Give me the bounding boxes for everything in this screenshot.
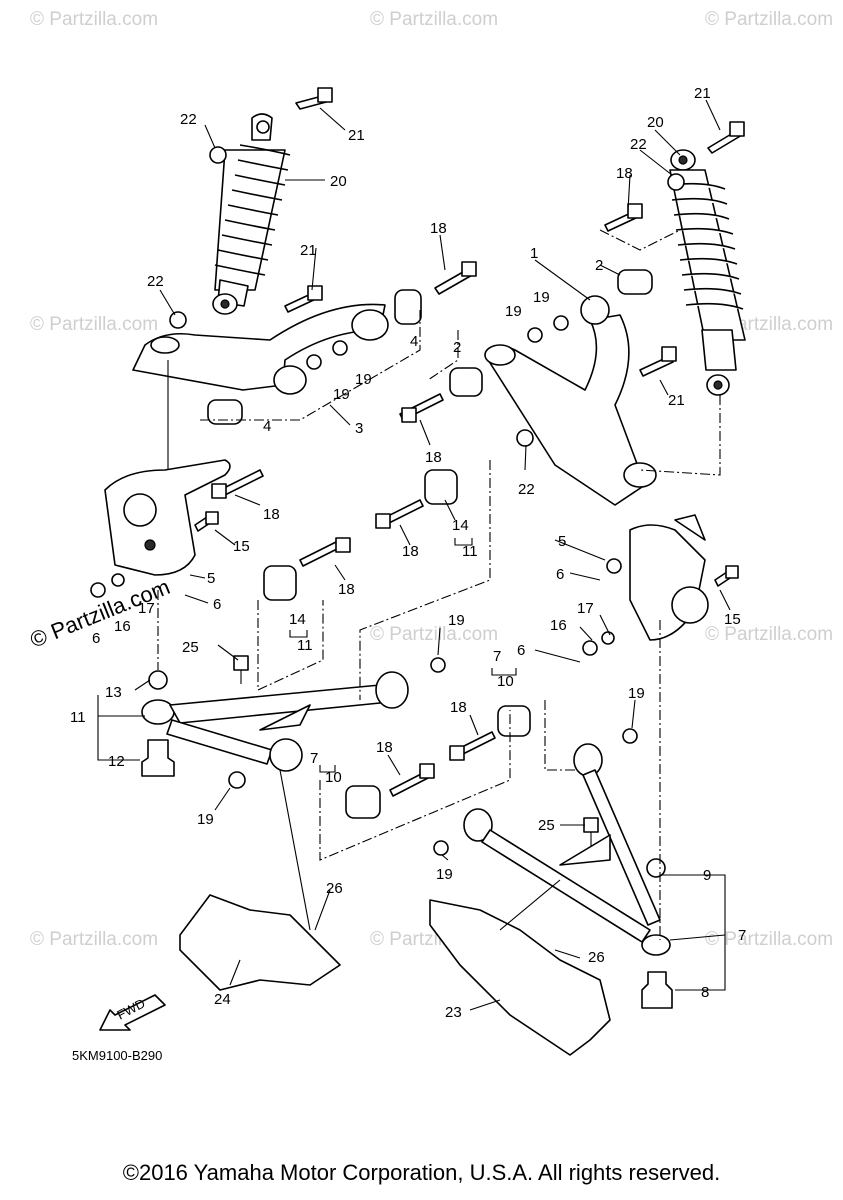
callout: 19 (628, 685, 645, 702)
watermark: © Partzilla.com (30, 9, 158, 30)
callout: 18 (450, 699, 467, 716)
right-upper-arm (484, 295, 657, 506)
callout: 2 (595, 257, 603, 274)
bracket-marks (289, 538, 517, 773)
watermark-layer: © Partzilla.com © Partzilla.com © Partzi… (27, 9, 834, 950)
leader-lines (97, 99, 731, 1011)
callout: 20 (330, 173, 347, 190)
callout: 10 (325, 769, 342, 786)
callout: 11 (462, 543, 478, 560)
callout: 25 (182, 639, 199, 656)
callout: 18 (338, 581, 355, 598)
callout: 19 (533, 289, 550, 306)
callout: 21 (694, 85, 711, 102)
callout: 17 (577, 600, 594, 617)
callout: 5 (207, 570, 215, 587)
callout: 14 (289, 611, 306, 628)
copyright-notice: ©2016 Yamaha Motor Corporation, U.S.A. A… (122, 1160, 721, 1185)
callout: 22 (147, 273, 164, 290)
left-upper-arm (132, 303, 389, 470)
callout: 11 (297, 637, 313, 654)
callout: 21 (668, 392, 685, 409)
callout: 7 (738, 927, 746, 944)
callout: 22 (518, 481, 535, 498)
left-shock-absorber (212, 113, 291, 315)
callout: 9 (703, 867, 711, 884)
callout: 26 (326, 880, 343, 897)
callout: 18 (430, 220, 447, 237)
callout: 3 (355, 420, 363, 437)
callout: 19 (197, 811, 214, 828)
right-steering-knuckle (629, 514, 709, 641)
callout: 15 (724, 611, 741, 628)
bushings (207, 269, 653, 819)
callout: 19 (505, 303, 522, 320)
assembly-lines (157, 229, 721, 940)
callout: 19 (436, 866, 453, 883)
callout: 18 (616, 165, 633, 182)
callout: 18 (263, 506, 280, 523)
callout: 21 (348, 127, 365, 144)
skid-guards (179, 894, 611, 1056)
callout: 12 (108, 753, 125, 770)
callout: 20 (647, 114, 664, 131)
watermark: © Partzilla.com (370, 9, 498, 30)
callout: 23 (445, 1004, 462, 1021)
callout: 7 (493, 648, 501, 665)
callout: 6 (517, 642, 525, 659)
callout: 10 (497, 673, 514, 690)
callout: 22 (630, 136, 647, 153)
callout: 16 (114, 618, 131, 635)
callout: 19 (355, 371, 372, 388)
callout: 24 (214, 991, 231, 1008)
callout: 13 (105, 684, 122, 701)
callout: 19 (333, 386, 350, 403)
callout: 14 (452, 517, 469, 534)
callout: 6 (556, 566, 564, 583)
right-shock-absorber (669, 149, 746, 396)
callout: 6 (213, 596, 221, 613)
callout: 26 (588, 949, 605, 966)
callout: 16 (550, 617, 567, 634)
callout: 25 (538, 817, 555, 834)
diagram-code: 5KM9100-B290 (72, 1048, 162, 1063)
left-lower-arm (141, 670, 409, 777)
callout: 6 (92, 630, 100, 647)
bolts-and-nuts (90, 87, 745, 856)
callout: 18 (402, 543, 419, 560)
callout: 21 (300, 242, 317, 259)
fwd-arrow: FWD (99, 994, 166, 1031)
callout: 22 (180, 111, 197, 128)
right-lower-arm (463, 743, 673, 1009)
callout: 11 (70, 709, 86, 726)
watermark: © Partzilla.com (370, 624, 498, 645)
callout: 17 (138, 600, 155, 617)
watermark: © Partzilla.com (705, 929, 833, 950)
callout: 5 (558, 533, 566, 550)
callout: 15 (233, 538, 250, 555)
callout: 19 (448, 612, 465, 629)
callout: 2 (453, 339, 461, 356)
watermark: © Partzilla.com (30, 929, 158, 950)
callout: 18 (425, 449, 442, 466)
watermark: © Partzilla.com (705, 9, 833, 30)
callout: 4 (410, 333, 418, 350)
callout: 18 (376, 739, 393, 756)
callout: 7 (310, 750, 318, 767)
callout: 4 (263, 418, 271, 435)
callout: 8 (701, 984, 709, 1001)
callout-labels: 22 21 20 21 22 18 1 2 18 22 20 21 19 19 … (70, 85, 746, 1021)
watermark: © Partzilla.com (705, 624, 833, 645)
left-steering-knuckle (104, 459, 231, 576)
watermark: © Partzilla.com (30, 314, 158, 335)
callout: 1 (530, 245, 538, 262)
